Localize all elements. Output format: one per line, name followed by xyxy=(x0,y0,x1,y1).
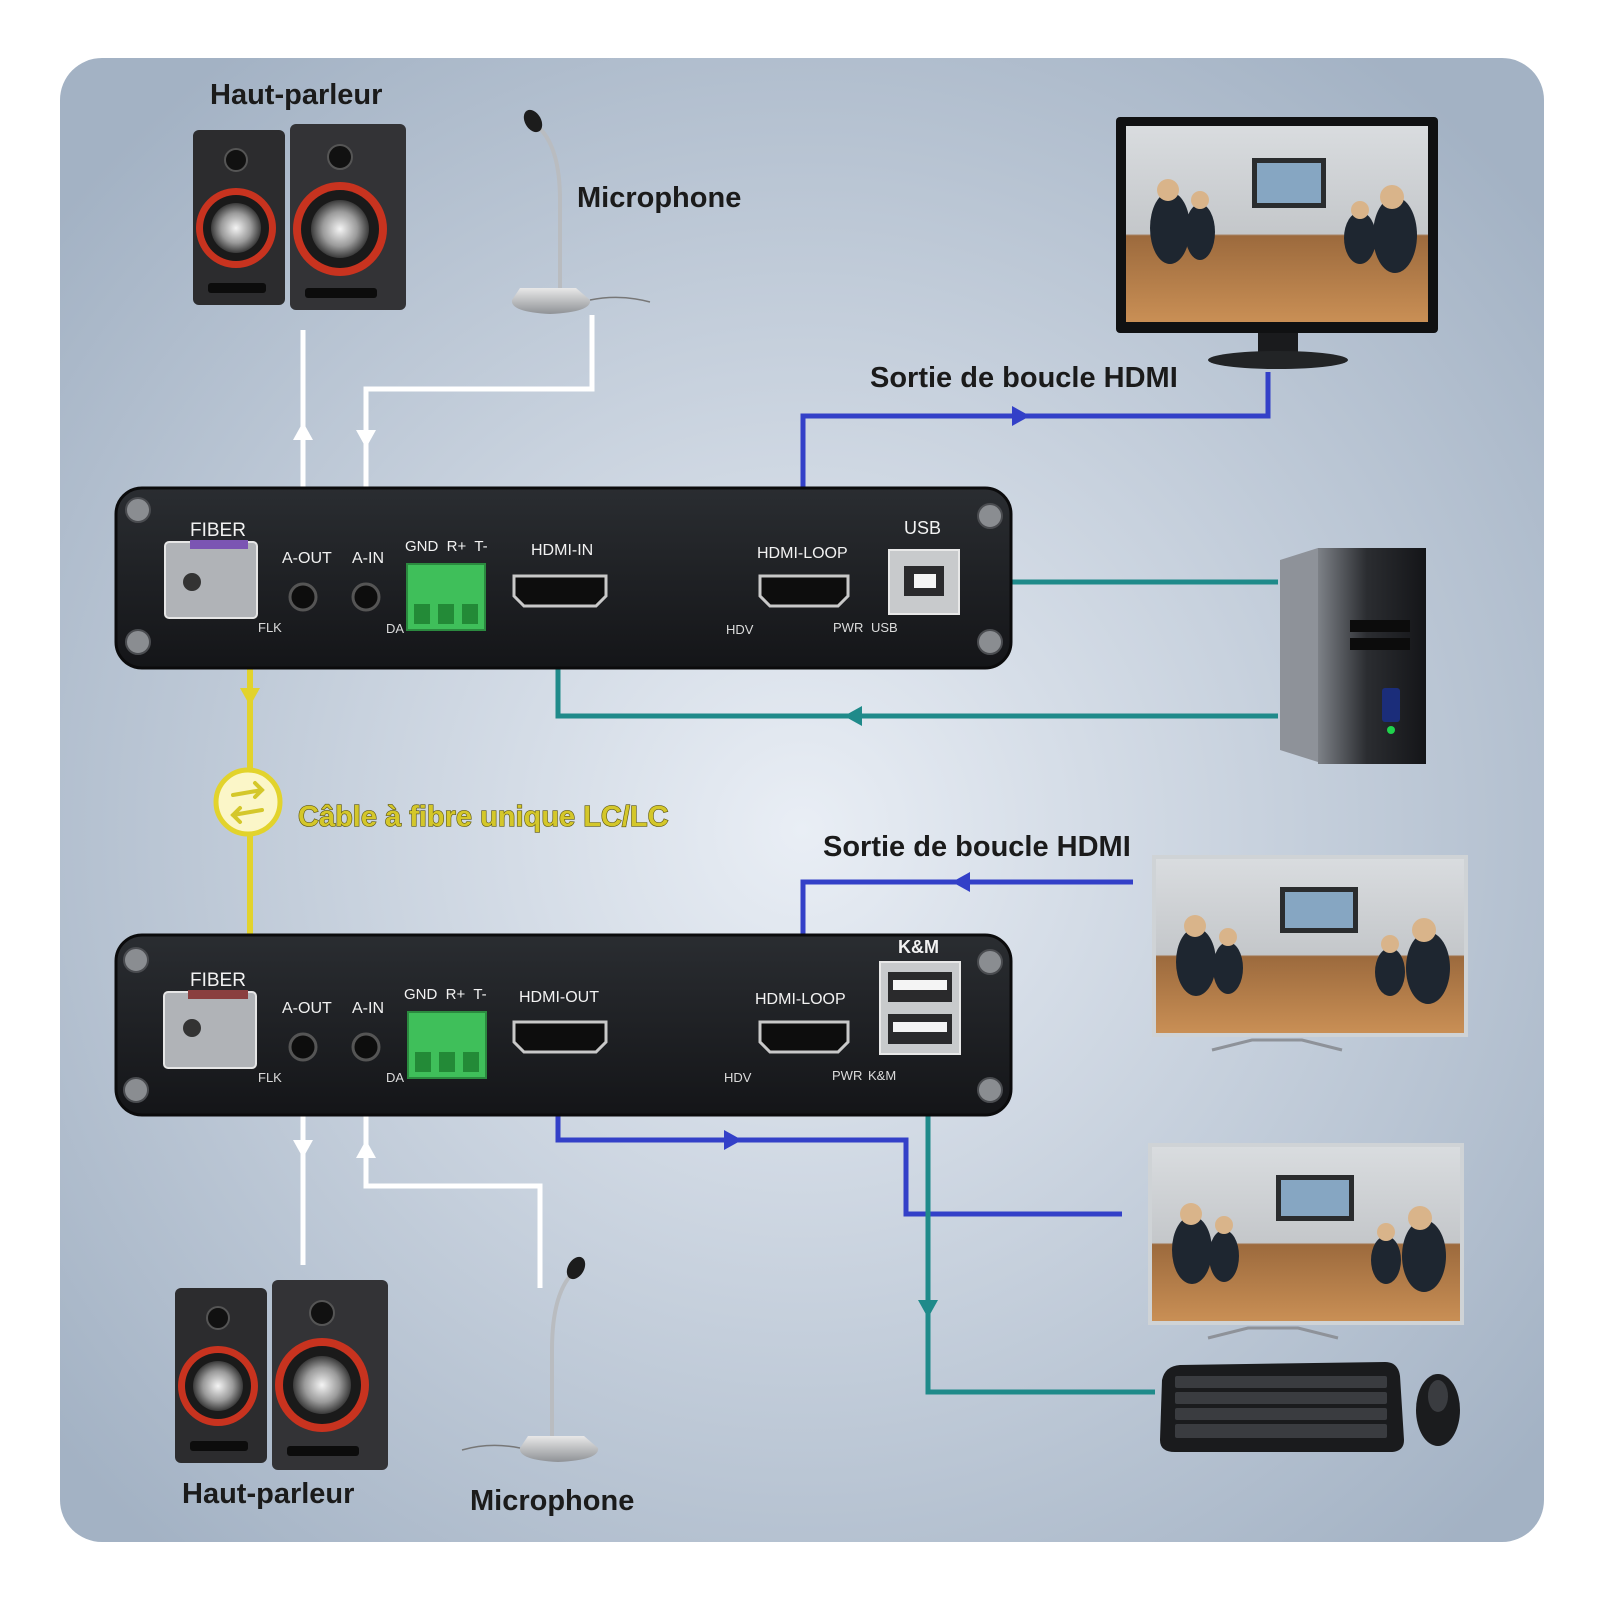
rx-flk-label: FLK xyxy=(258,1070,282,1085)
tx-hdv-label: HDV xyxy=(726,622,754,637)
desktop-pc-icon xyxy=(1280,548,1426,764)
tx-audio-in-jack[interactable] xyxy=(351,582,381,612)
audio-line-bottom-mic xyxy=(363,1070,543,1288)
transmitter-device: FIBER FLK A-OUT A-IN DA GND R+ T- HDMI-I… xyxy=(114,486,1013,670)
hdmi-loop-bottom-label: Sortie de boucle HDMI xyxy=(823,831,1131,863)
screw-icon xyxy=(125,629,151,655)
rx-audio-in-jack[interactable] xyxy=(351,1032,381,1062)
tx-aout-label: A-OUT xyxy=(282,550,332,567)
tx-usb-led-label: USB xyxy=(871,620,898,635)
arrow-left-bottom-loop xyxy=(952,872,970,892)
tx-hdmi-in-label: HDMI-IN xyxy=(531,542,593,559)
arrow-right-top-loop xyxy=(1012,406,1030,426)
arrow-down-bottom-speaker xyxy=(293,1140,313,1158)
monitor-bottom-1-icon xyxy=(1152,855,1468,1052)
rx-aout-label: A-OUT xyxy=(282,1000,332,1017)
rx-hdmi-out-label: HDMI-OUT xyxy=(519,989,599,1006)
mic-top-label: Microphone xyxy=(577,182,741,214)
screw-icon xyxy=(123,1077,149,1103)
microphone-top-icon xyxy=(511,109,651,314)
fiber-cable-label: Câble à fibre unique LC/LC xyxy=(298,801,669,833)
tx-fiber-label: FIBER xyxy=(190,520,246,541)
rx-terminal-label: GND R+ T- xyxy=(404,986,487,1003)
rx-ain-label: A-IN xyxy=(352,1000,384,1017)
arrow-right-hdmi-out xyxy=(724,1130,742,1150)
receiver-device: FIBER FLK A-OUT A-IN DA GND R+ T- HDMI-O… xyxy=(114,933,1013,1117)
fiber-cable-badge xyxy=(213,767,283,837)
arrow-down-km xyxy=(918,1300,938,1318)
km-line-bottom xyxy=(925,1040,1155,1395)
screw-icon xyxy=(123,947,149,973)
speaker-bottom-left-icon xyxy=(175,1288,267,1463)
screw-icon xyxy=(977,629,1003,655)
keyboard-icon xyxy=(1160,1362,1404,1452)
rx-pwr-label: PWR xyxy=(832,1068,862,1083)
tx-hdmi-loop-label: HDMI-LOOP xyxy=(757,545,848,562)
speaker-bottom-label: Haut-parleur xyxy=(182,1478,354,1510)
screw-icon xyxy=(977,949,1003,975)
speaker-top-label: Haut-parleur xyxy=(210,79,382,111)
tx-usb-port[interactable] xyxy=(888,549,960,615)
monitor-bottom-2-icon xyxy=(1148,1143,1464,1340)
rx-km-led-label: K&M xyxy=(868,1068,896,1083)
speaker-bottom-right-icon xyxy=(272,1280,388,1470)
monitor-top-icon xyxy=(1116,117,1438,369)
tx-ain-label: A-IN xyxy=(352,550,384,567)
tx-usb-label: USB xyxy=(904,518,941,538)
tx-terminal-label: GND R+ T- xyxy=(405,538,488,555)
mouse-icon xyxy=(1416,1374,1460,1446)
audio-line-top-mic xyxy=(363,315,595,545)
arrow-up-bottom-mic xyxy=(356,1140,376,1158)
rx-km-label: K&M xyxy=(898,937,939,957)
tx-hdmi-loop-port[interactable] xyxy=(758,574,850,608)
speaker-top xyxy=(193,124,406,310)
tx-da-label: DA xyxy=(386,621,404,636)
speaker-bottom xyxy=(175,1280,388,1470)
screw-icon xyxy=(977,503,1003,529)
screw-icon xyxy=(977,1077,1003,1103)
fiber-port-top[interactable] xyxy=(164,541,258,619)
rx-da-label: DA xyxy=(386,1070,404,1085)
arrow-up-top-speaker xyxy=(293,422,313,440)
tx-hdmi-in-port[interactable] xyxy=(512,574,608,608)
microphone-bottom-icon xyxy=(461,1256,599,1462)
rx-hdmi-out-port[interactable] xyxy=(512,1020,608,1054)
hdmi-line-top-loop xyxy=(800,372,1271,540)
fiber-port-bottom[interactable] xyxy=(163,991,257,1069)
tx-flk-label: FLK xyxy=(258,620,282,635)
speaker-top-right-icon xyxy=(290,124,406,310)
rx-audio-out-jack[interactable] xyxy=(288,1032,318,1062)
arrow-down-fiber-1 xyxy=(240,688,260,706)
tx-pwr-label: PWR xyxy=(833,620,863,635)
rx-hdmi-loop-port[interactable] xyxy=(758,1020,850,1054)
tx-audio-out-jack[interactable] xyxy=(288,582,318,612)
rx-hdv-label: HDV xyxy=(724,1070,752,1085)
rx-hdmi-loop-label: HDMI-LOOP xyxy=(755,991,846,1008)
arrow-down-top-mic xyxy=(356,430,376,448)
arrow-left-hdmi-in xyxy=(844,706,862,726)
screw-icon xyxy=(125,497,151,523)
hdmi-loop-top-label: Sortie de boucle HDMI xyxy=(870,362,1178,394)
rx-fiber-label: FIBER xyxy=(190,970,246,991)
speaker-top-left-icon xyxy=(193,130,285,305)
mic-bottom-label: Microphone xyxy=(470,1485,634,1517)
